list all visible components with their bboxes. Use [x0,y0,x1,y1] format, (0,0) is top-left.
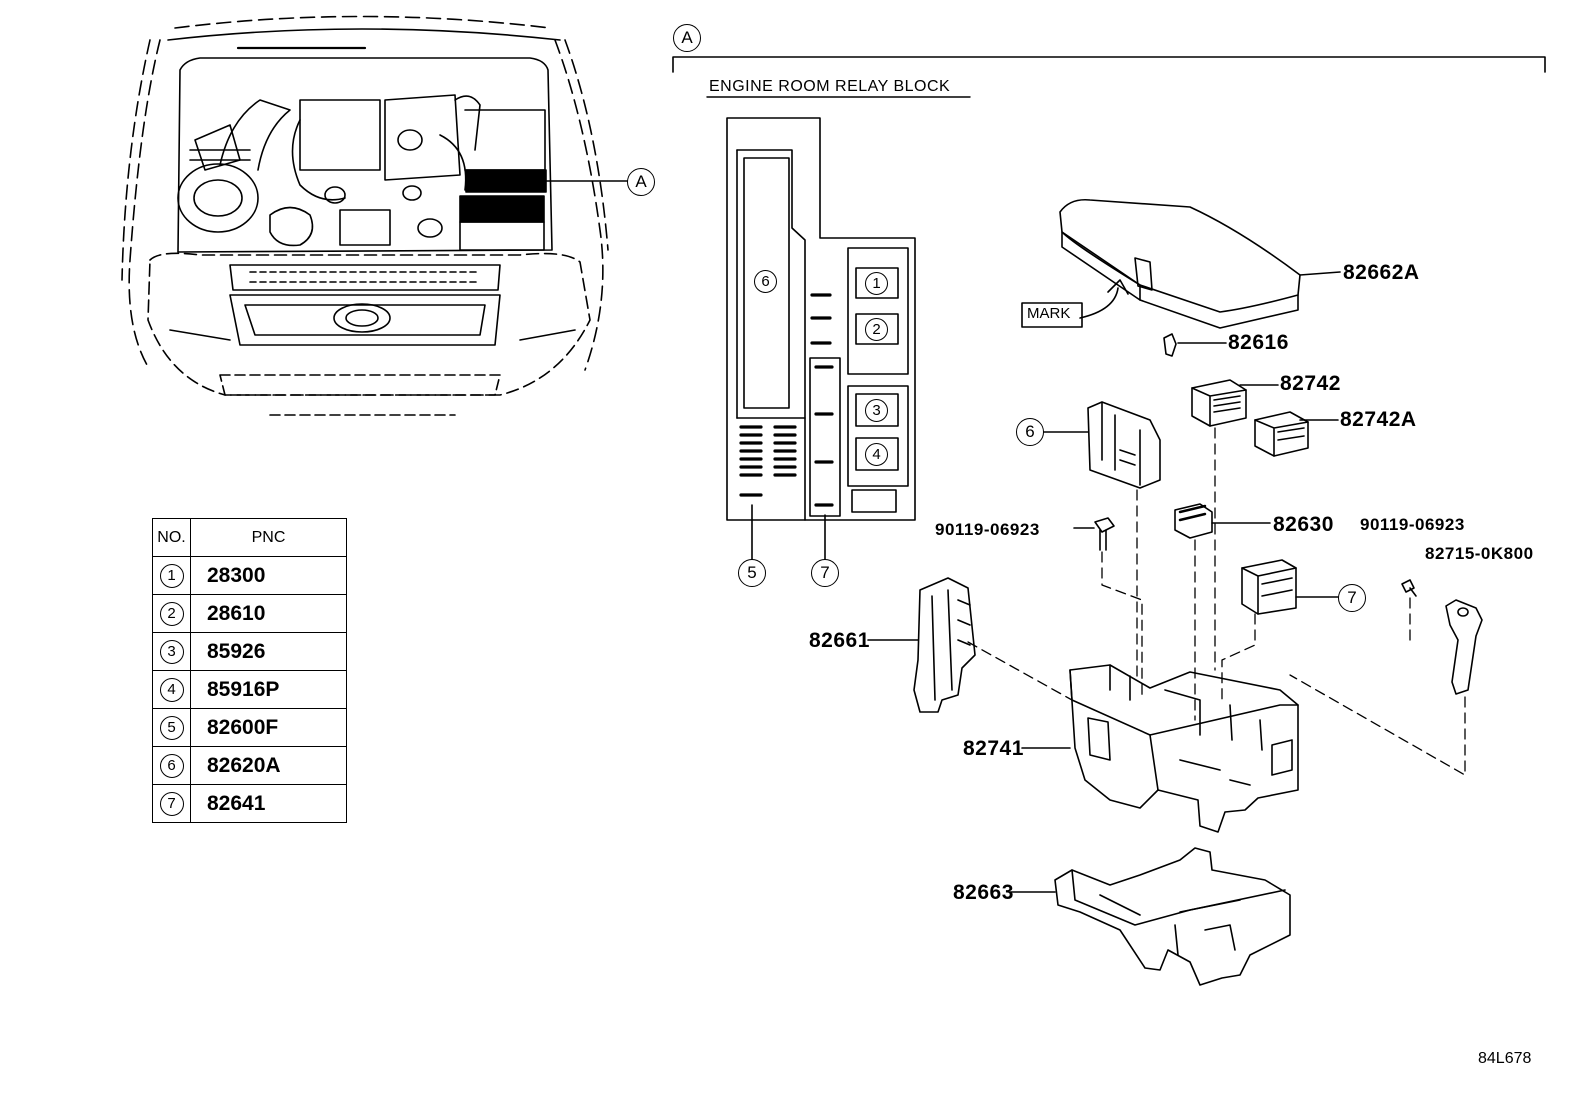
table-cell-pnc: 82641 [190,784,347,823]
block-title: ENGINE ROOM RELAY BLOCK [709,78,951,95]
mark-label: MARK [1027,305,1071,322]
part-82742: 82742 [1280,372,1341,395]
row-number-circle: 3 [159,639,184,664]
part-90119-left: 90119-06923 [935,520,1040,539]
section-a-marker: A [673,24,701,52]
table-header-no: NO. [152,518,191,557]
table-cell-pnc: 85926 [190,632,347,671]
part-82662A: 82662A [1343,261,1420,284]
part-callout-6: 6 [1016,418,1044,446]
part-90119-right: 90119-06923 [1360,515,1465,534]
table-cell-no: 4 [152,670,191,709]
table-cell-no: 6 [152,746,191,785]
exploded-parts [867,198,1483,986]
engine-bay-illustration [121,15,629,416]
row-number-circle: 4 [159,677,184,702]
table-header-pnc: PNC [190,518,347,557]
layout-callout-7: 7 [811,559,839,587]
part-callout-7: 7 [1338,584,1366,612]
part-82630: 82630 [1273,513,1334,536]
row-number-circle: 2 [159,601,184,626]
layout-callout-3: 3 [865,399,888,422]
engine-callout-a: A [627,168,655,196]
table-cell-no: 7 [152,784,191,823]
diagram-id: 84L678 [1478,1050,1532,1067]
table-cell-no: 1 [152,556,191,595]
part-82715: 82715-0K800 [1425,544,1534,563]
table-cell-no: 5 [152,708,191,747]
layout-callout-1: 1 [865,272,888,295]
table-cell-pnc: 82600F [190,708,347,747]
table-cell-pnc: 85916P [190,670,347,709]
part-82741: 82741 [963,737,1024,760]
relay-block-layout [726,117,916,561]
part-82663: 82663 [953,881,1014,904]
row-number-circle: 1 [159,563,184,588]
part-82742A: 82742A [1340,408,1417,431]
table-cell-pnc: 28300 [190,556,347,595]
layout-callout-2: 2 [865,318,888,341]
row-number-circle: 5 [159,715,184,740]
layout-callout-6: 6 [754,270,777,293]
part-82616: 82616 [1228,331,1289,354]
layout-callout-4: 4 [865,443,888,466]
row-number-circle: 7 [159,791,184,816]
table-cell-no: 2 [152,594,191,633]
table-cell-pnc: 82620A [190,746,347,785]
layout-callout-5: 5 [738,559,766,587]
row-number-circle: 6 [159,753,184,778]
table-cell-pnc: 28610 [190,594,347,633]
part-82661: 82661 [809,629,870,652]
table-cell-no: 3 [152,632,191,671]
